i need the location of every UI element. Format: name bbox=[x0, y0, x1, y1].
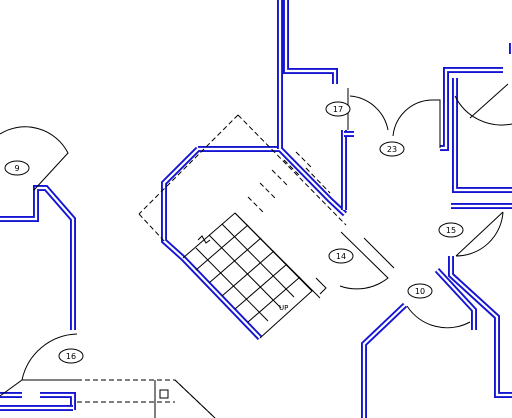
door-swing-23 bbox=[392, 99, 441, 148]
door-swing-17 bbox=[347, 88, 389, 131]
door-swing-15 bbox=[455, 211, 504, 257]
lower-corridor-details bbox=[0, 379, 216, 418]
svg-text:17: 17 bbox=[333, 105, 343, 114]
wall-right-rooms bbox=[440, 43, 512, 398]
door-swing-right-upper bbox=[454, 83, 512, 126]
stair-center-line bbox=[234, 212, 321, 299]
door-swing-16 bbox=[21, 333, 78, 381]
svg-text:23: 23 bbox=[387, 145, 397, 154]
svg-text:9: 9 bbox=[14, 164, 19, 173]
door-swing-14 bbox=[339, 231, 389, 290]
wall-left-room bbox=[0, 185, 76, 411]
door-tag-17: 17 bbox=[325, 101, 351, 117]
svg-text:16: 16 bbox=[66, 352, 76, 361]
door-tags: 9 17 23 15 14 10 16 bbox=[4, 101, 464, 364]
stair-grid bbox=[195, 223, 295, 322]
wall-lower-right-room bbox=[361, 267, 477, 418]
door-swing-9 bbox=[0, 126, 69, 191]
door-tag-9: 9 bbox=[4, 160, 30, 176]
stair-upper-treads-dashed bbox=[247, 151, 331, 215]
door-tag-16: 16 bbox=[58, 348, 84, 364]
corridor-edge bbox=[154, 379, 216, 418]
wall-central-corridor bbox=[277, 0, 354, 210]
door-tag-14: 14 bbox=[328, 248, 354, 264]
column-marker bbox=[159, 389, 169, 399]
door-tag-23: 23 bbox=[379, 141, 405, 157]
door-tag-15: 15 bbox=[438, 222, 464, 238]
stair-up-note: UP bbox=[279, 304, 288, 312]
svg-text:10: 10 bbox=[415, 287, 425, 296]
svg-text:15: 15 bbox=[446, 226, 456, 235]
stair-outline-dashed bbox=[138, 114, 347, 244]
door-leaf-16 bbox=[0, 379, 23, 397]
staircase: UP bbox=[138, 114, 347, 339]
svg-text:14: 14 bbox=[336, 252, 346, 261]
door-swing-10 bbox=[406, 305, 471, 329]
door-stop-14 bbox=[315, 277, 327, 295]
door-frame-14 bbox=[363, 237, 395, 269]
doors bbox=[0, 83, 512, 381]
stair-break-mark bbox=[197, 235, 211, 244]
door-tag-10: 10 bbox=[407, 283, 433, 299]
